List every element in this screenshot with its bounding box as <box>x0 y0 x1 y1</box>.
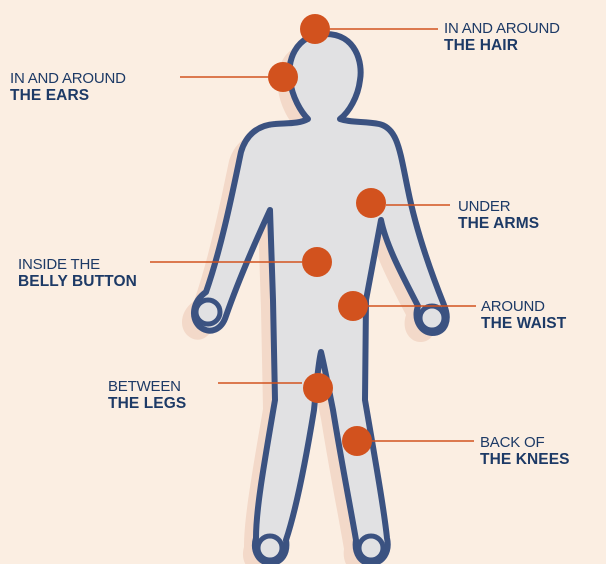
callout-belly: INSIDE THE BELLY BUTTON <box>18 256 137 290</box>
marker-legs <box>303 373 333 403</box>
callout-legs-line2: THE LEGS <box>108 395 186 412</box>
callout-ears: IN AND AROUND THE EARS <box>10 70 126 104</box>
callout-arms-line1: UNDER <box>458 198 539 215</box>
callout-waist-line2: THE WAIST <box>481 315 566 332</box>
callout-arms: UNDER THE ARMS <box>458 198 539 232</box>
marker-arms <box>356 188 386 218</box>
callout-ears-line1: IN AND AROUND <box>10 70 126 87</box>
callout-arms-line2: THE ARMS <box>458 215 539 232</box>
callout-waist-line1: AROUND <box>481 298 566 315</box>
marker-hair <box>300 14 330 44</box>
callout-ears-line2: THE EARS <box>10 87 126 104</box>
marker-belly <box>302 247 332 277</box>
marker-ears <box>268 62 298 92</box>
callout-knees-line2: THE KNEES <box>480 451 570 468</box>
marker-knees <box>342 426 372 456</box>
callout-hair: IN AND AROUND THE HAIR <box>444 20 560 54</box>
callout-belly-line2: BELLY BUTTON <box>18 273 137 290</box>
callout-legs-line1: BETWEEN <box>108 378 186 395</box>
callout-hair-line1: IN AND AROUND <box>444 20 560 37</box>
callout-belly-line1: INSIDE THE <box>18 256 137 273</box>
callout-knees: BACK OF THE KNEES <box>480 434 570 468</box>
callout-waist: AROUND THE WAIST <box>481 298 566 332</box>
marker-waist <box>338 291 368 321</box>
callout-knees-line1: BACK OF <box>480 434 570 451</box>
callout-legs: BETWEEN THE LEGS <box>108 378 186 412</box>
callout-hair-line2: THE HAIR <box>444 37 560 54</box>
